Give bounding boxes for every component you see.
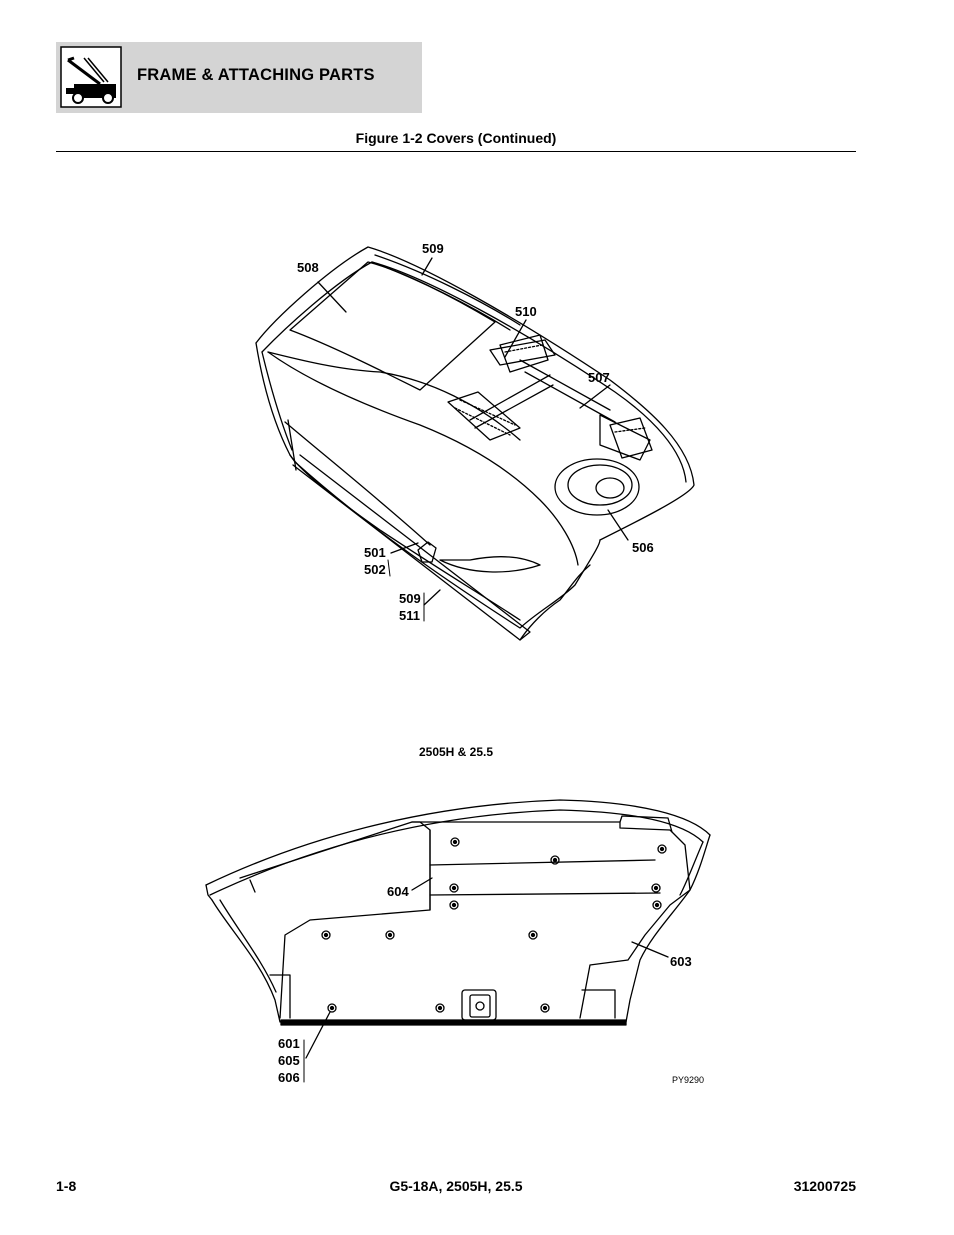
drawing-id: PY9290 xyxy=(672,1075,705,1085)
callout-501: 501 xyxy=(364,545,386,560)
document-number: 31200725 xyxy=(793,1178,856,1194)
callout-603: 603 xyxy=(670,954,692,969)
scissor-lift-icon xyxy=(60,46,122,108)
callout-509-bottom: 509 xyxy=(399,591,421,606)
top-cover-drawing xyxy=(255,246,695,641)
callout-606: 606 xyxy=(278,1070,300,1085)
callout-605: 605 xyxy=(278,1053,300,1068)
callout-502: 502 xyxy=(364,562,386,577)
callout-604: 604 xyxy=(387,884,409,899)
callout-509-top: 509 xyxy=(422,241,444,256)
callout-508: 508 xyxy=(297,260,319,275)
bottom-cover-bolts xyxy=(321,837,667,1013)
bottom-cover-drawing xyxy=(205,799,711,1083)
figure-title: Figure 1-2 Covers (Continued) xyxy=(355,130,557,146)
header-rule xyxy=(56,151,856,152)
model-list: G5-18A, 2505H, 25.5 xyxy=(389,1178,523,1194)
page-number: 1-8 xyxy=(56,1178,77,1194)
section-title: FRAME & ATTACHING PARTS xyxy=(137,66,375,84)
variant-label: 2505H & 25.5 xyxy=(418,745,494,759)
callout-507: 507 xyxy=(588,370,610,385)
callout-510: 510 xyxy=(515,304,537,319)
callout-601: 601 xyxy=(278,1036,300,1051)
callout-506: 506 xyxy=(632,540,654,555)
callout-511: 511 xyxy=(399,608,420,623)
